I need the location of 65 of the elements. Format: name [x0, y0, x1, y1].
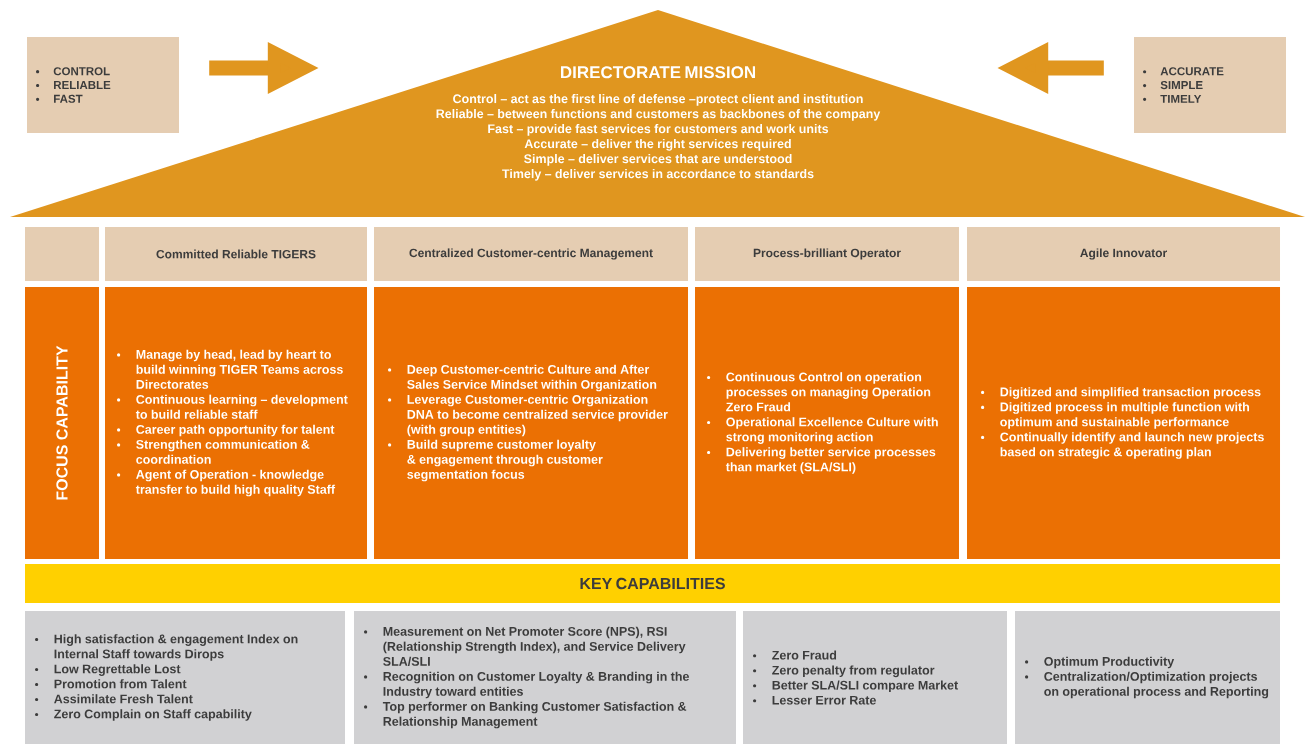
side-label: FOCUS CAPABILITY [56, 345, 68, 500]
heading: Centralized Customer-centric Management [409, 248, 653, 260]
bullet-item: Continually identify and launch new projects based on strategic & operating plan [981, 432, 1264, 459]
bullet-item: Continuous Control on operation processes on managing Operation Zero Fraud [707, 372, 931, 412]
mission-line: Accurate – deliver the right services required [524, 139, 791, 151]
heading: Agile Innovator [1080, 248, 1167, 260]
bullet-item: Manage by head, lead by heart to build winning TIGER Teams across Directorates [117, 349, 343, 389]
bullet-item: ACCURATE [1143, 67, 1224, 76]
bullet-item: Career path opportunity for talent [117, 424, 335, 437]
list-cell [967, 287, 1280, 559]
list-cell [25, 611, 345, 744]
bullet-item: Digitized process in multiple function with optimum and sustainable performance [981, 402, 1249, 429]
list-cell [1134, 37, 1286, 133]
bullet-item: High satisfaction & engagement Index on Internal Staff towards Dirops [35, 634, 298, 661]
mission-line: Control – act as the first line of defense –protect client and institution [453, 94, 863, 106]
bullet-item: SIMPLE [1143, 81, 1203, 90]
bullet-item: Lesser Error Rate [753, 695, 876, 705]
bullet-item: TIMELY [1143, 94, 1202, 103]
list-cell [1015, 611, 1280, 744]
mission-line: Timely – deliver services in accordance to standards [502, 169, 814, 181]
list-cell [105, 287, 367, 559]
bullet-item: Agent of Operation - knowledge transfer to build high quality Staff [117, 469, 336, 497]
bullet-item: Continuous learning – development to build reliable staff [117, 394, 348, 419]
list-cell [354, 611, 736, 744]
list-cell [695, 287, 959, 559]
bullet-item: Delivering better service processes than market (SLA/SLI) [707, 447, 936, 474]
bullet-item: Zero Fraud [753, 650, 837, 660]
header-cell [105, 227, 367, 281]
bullet-item: FAST [36, 94, 83, 103]
bullet-item: RELIABLE [36, 81, 111, 89]
bullet-item: Better SLA/SLI compare Market [753, 680, 959, 693]
bullet-item: Leverage Customer-centric Organization DNA to become centralized service provider (with group entities) [388, 394, 668, 437]
mission-line: Fast – provide fast services for customers and work units [488, 124, 829, 136]
header-cell [374, 227, 688, 281]
mission-line: Simple – deliver services that are understood [524, 154, 792, 166]
bullet-item: Zero Complain on Staff capability [35, 709, 252, 721]
mission-line: Reliable – between functions and customers as backbones of the company [436, 109, 881, 121]
bullet-item: Zero penalty from regulator [753, 665, 935, 678]
header-cell [695, 227, 959, 281]
side-cell [25, 287, 99, 559]
list-cell [27, 37, 179, 133]
bullet-item: Digitized and simplified transaction process [981, 387, 1261, 399]
heading: KEY CAPABILITIES [580, 577, 725, 590]
roof-triangle [10, 10, 1305, 217]
list-cell [374, 287, 688, 559]
title-band [25, 564, 1280, 603]
bullet-item: Centralization/Optimization projects on operational process and Reporting [1025, 671, 1269, 699]
bullet-item: CONTROL [36, 67, 110, 76]
bullet-item: Optimum Productivity [1025, 656, 1175, 669]
empty-cell [25, 227, 99, 281]
header-cell [967, 227, 1280, 281]
bullet-item: Recognition on Customer Loyalty & Branding in the Industry toward entities [364, 671, 689, 699]
bullet-item: Low Regrettable Lost [35, 664, 181, 676]
heading: Committed Reliable TIGERS [156, 249, 316, 259]
list-cell [743, 611, 1007, 744]
heading: Process-brilliant Operator [753, 248, 901, 260]
title: DIRECTORATE MISSION [561, 66, 755, 79]
bullet-item: Strengthen communication & coordination [117, 439, 310, 464]
bullet-item: Build supreme customer loyalty & engagement through customer segmentation focus [388, 439, 603, 482]
bullet-item: Assimilate Fresh Talent [35, 694, 193, 704]
bullet-item: Measurement on Net Promoter Score (NPS), RSI (Relationship Strength Index), and Service Delivery SLA/SLI [364, 626, 686, 666]
bullet-item: Promotion from Talent [35, 679, 187, 689]
bullet-item: Operational Excellence Culture with strong monitoring action [707, 417, 938, 444]
bullet-item: Deep Customer-centric Culture and After Sales Service Mindset within Organization [388, 364, 657, 392]
bullet-item: Top performer on Banking Customer Satisfaction & Relationship Management [364, 701, 687, 729]
